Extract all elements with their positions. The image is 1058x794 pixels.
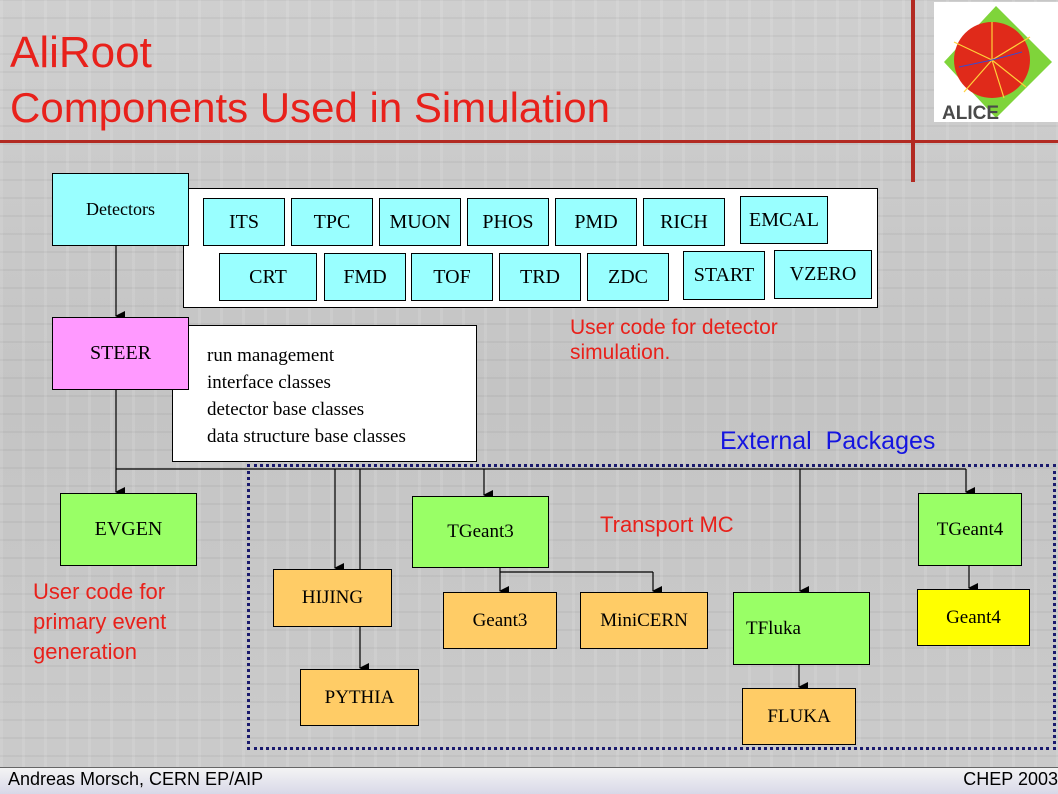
evgen-box: EVGEN (60, 493, 197, 566)
tgeant4-box: TGeant4 (918, 493, 1022, 566)
detector-tof: TOF (411, 253, 493, 301)
detector-simulation-note: User code for detector simulation. (570, 316, 778, 364)
minicern-box: MiniCERN (580, 592, 708, 649)
svg-text:ALICE: ALICE (942, 103, 999, 122)
detector-pmd: PMD (555, 198, 637, 246)
alice-logo: ALICE (934, 2, 1058, 124)
detector-tpc: TPC (291, 198, 373, 246)
footer-bar (0, 767, 1058, 794)
footer-author: Andreas Morsch, CERN EP/AIP (8, 769, 264, 789)
external-packages-label: External Packages (720, 427, 936, 455)
steer-item: interface classes (207, 372, 331, 393)
geant4-box: Geant4 (917, 589, 1030, 646)
detector-fmd: FMD (324, 253, 406, 301)
detector-emcal: EMCAL (740, 196, 828, 244)
steer-items-list: run management interface classes detecto… (207, 342, 406, 450)
tfluka-box: TFluka (733, 592, 870, 665)
steer-item: data structure base classes (207, 426, 406, 447)
title-vertical-divider (911, 0, 915, 182)
steer-item: detector base classes (207, 399, 365, 420)
steer-item: run management (207, 345, 335, 366)
tgeant3-box: TGeant3 (412, 496, 549, 568)
primary-generation-note: User code for primary event generation (33, 579, 167, 664)
detector-rich: RICH (643, 198, 725, 246)
pythia-box: PYTHIA (300, 669, 419, 726)
detector-phos: PHOS (467, 198, 549, 246)
external-packages-frame (247, 464, 1056, 750)
steer-description-panel (172, 325, 477, 462)
fluka-box: FLUKA (742, 688, 856, 745)
transport-mc-label: Transport MC (600, 512, 734, 537)
footer-conference: CHEP 2003 (963, 769, 1058, 789)
page-title: AliRoot (10, 28, 152, 77)
detector-crt: CRT (219, 253, 317, 301)
detector-start: START (683, 251, 765, 300)
detector-zdc: ZDC (587, 253, 669, 301)
page-subtitle: Components Used in Simulation (10, 84, 610, 131)
title-divider (0, 140, 1058, 143)
geant3-box: Geant3 (443, 592, 557, 649)
detector-trd: TRD (499, 253, 581, 301)
detector-vzero: VZERO (774, 250, 872, 299)
steer-box: STEER (52, 317, 189, 390)
detector-muon: MUON (379, 198, 461, 246)
detector-its: ITS (203, 198, 285, 246)
detectors-box: Detectors (52, 173, 189, 246)
hijing-box: HIJING (273, 569, 392, 627)
